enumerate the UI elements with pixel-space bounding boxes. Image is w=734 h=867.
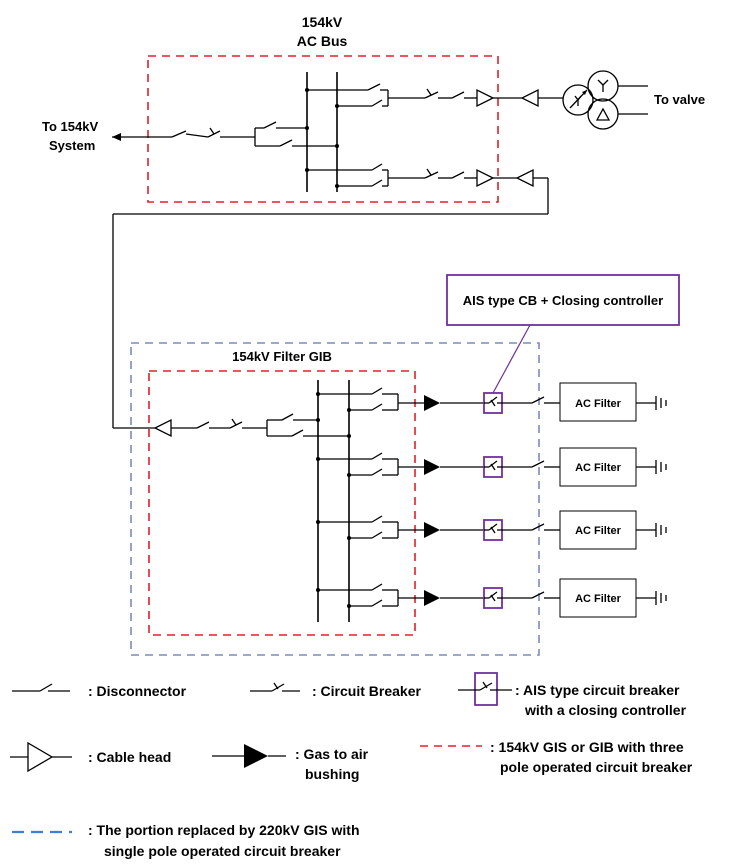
ac-filter-label-3: AC Filter: [575, 525, 622, 537]
legend-gas-bushing-symbol: [212, 744, 286, 768]
filter-incoming-feeder: [153, 413, 351, 438]
legend-replaced-label-line2: single pole operated circuit breaker: [104, 843, 341, 859]
filter-link-feeder: [112, 163, 549, 429]
ac-bus-title-line2: AC Bus: [297, 33, 348, 49]
legend-ais-cb-label-line1: : AIS type circuit breaker: [515, 682, 680, 698]
ac-filter-label-4: AC Filter: [575, 593, 622, 605]
filter-bay-2: [316, 447, 667, 487]
filter-gib-title: 154kV Filter GIB: [232, 349, 332, 364]
legend-ais-cb-label-line2: with a closing controller: [524, 702, 687, 718]
to-valve-label: To valve: [654, 92, 705, 107]
filter-bay-4: [316, 578, 667, 618]
legend-gas-bushing-label-line2: bushing: [305, 766, 359, 782]
filter-bay-3: [316, 510, 667, 550]
legend-gis-label-line1: : 154kV GIS or GIB with three: [490, 739, 684, 755]
to-system-label-line1: To 154kV: [42, 119, 98, 134]
ac-filter-label-2: AC Filter: [575, 462, 622, 474]
ais-callout-box: [446, 274, 680, 326]
ac-bus-gis-boundary: [147, 55, 499, 203]
ac-filter-box-1: [559, 382, 637, 422]
legend-circuit-breaker-label: : Circuit Breaker: [312, 683, 421, 699]
filter-bay-1: [316, 382, 667, 422]
ac-filter-box-2: [559, 447, 637, 487]
legend-disconnector-symbol: [12, 683, 70, 692]
ais-callout-label: AIS type CB + Closing controller: [463, 293, 663, 308]
legend-ais-cb-symbol: [458, 672, 512, 706]
legend-cable-head-label: : Cable head: [88, 749, 171, 765]
legend-gas-bushing-label-line1: : Gas to air: [295, 746, 369, 762]
ais-callout-pointer: [492, 324, 531, 394]
legend-cable-head-symbol: [10, 741, 72, 773]
system-feeder: [112, 121, 339, 148]
legend-disconnector-label: : Disconnector: [88, 683, 187, 699]
to-system-label-line2: System: [49, 138, 95, 153]
ac-bus-title-line1: 154kV: [302, 14, 343, 30]
ac-filter-label-1: AC Filter: [575, 398, 622, 410]
transformer-feeder: [305, 70, 648, 130]
replaced-portion-boundary: [130, 342, 540, 656]
legend-replaced-label-line1: : The portion replaced by 220kV GIS with: [88, 822, 360, 838]
legend-gis-label-line2: pole operated circuit breaker: [500, 759, 693, 775]
legend-circuit-breaker-symbol: [250, 682, 300, 692]
filter-gib-boundary: [148, 370, 416, 636]
